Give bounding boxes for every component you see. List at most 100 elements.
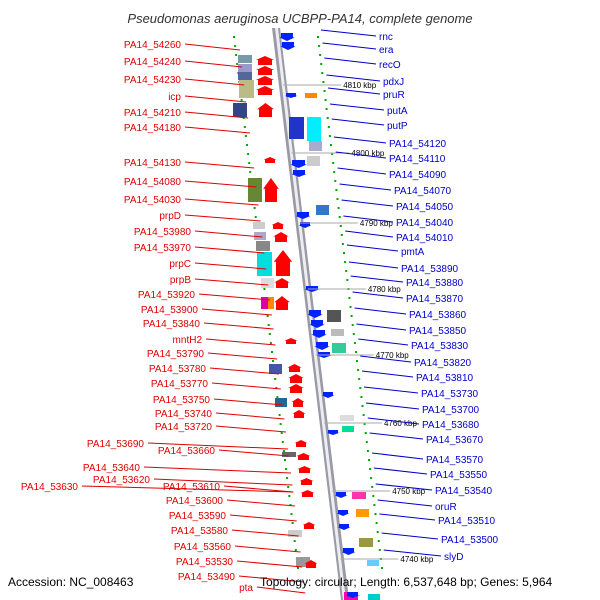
left-label-connector xyxy=(81,485,294,493)
right-label-connector xyxy=(339,183,392,191)
scale-label: 4770 kbp xyxy=(376,351,409,360)
left-gene-label[interactable]: PA14_54230 xyxy=(124,75,182,86)
left-gene-label[interactable]: PA14_54260 xyxy=(124,40,182,51)
right-gene-label[interactable]: PA14_53540 xyxy=(435,486,493,497)
left-gene-label[interactable]: PA14_53720 xyxy=(155,422,213,433)
left-gene-label[interactable]: PA14_53750 xyxy=(153,395,211,406)
left-gene-label[interactable]: PA14_53490 xyxy=(178,572,236,583)
right-gene-label[interactable]: pmtA xyxy=(401,247,425,258)
left-gene-label[interactable]: PA14_53780 xyxy=(149,364,207,375)
left-gene-label[interactable]: pta xyxy=(239,583,253,594)
right-gene-label[interactable]: rnc xyxy=(379,32,393,43)
left-gene-label[interactable]: PA14_53970 xyxy=(134,243,192,254)
left-gene-label[interactable]: PA14_53590 xyxy=(169,511,227,522)
track-dot xyxy=(234,45,237,47)
gene-block xyxy=(275,398,287,407)
right-gene-label[interactable]: PA14_54010 xyxy=(396,233,454,244)
right-gene-label[interactable]: PA14_54110 xyxy=(389,154,446,165)
left-gene-label[interactable]: PA14_53580 xyxy=(171,526,229,537)
left-label-connector xyxy=(207,352,278,360)
right-gene-label[interactable]: PA14_53550 xyxy=(430,470,488,481)
right-label-connector xyxy=(356,323,407,331)
left-gene-label[interactable]: PA14_53530 xyxy=(176,557,234,568)
left-gene-label[interactable]: PA14_54030 xyxy=(124,195,182,206)
left-gene-label[interactable]: PA14_53620 xyxy=(93,475,151,486)
track-dot xyxy=(336,198,339,200)
left-gene-label[interactable]: PA14_53600 xyxy=(166,496,224,507)
left-label-connector xyxy=(229,514,297,522)
track-dot xyxy=(244,135,247,137)
right-gene-label[interactable]: PA14_54090 xyxy=(389,170,447,181)
left-gene-label[interactable]: PA14_54080 xyxy=(124,177,182,188)
left-gene-label[interactable]: prpC xyxy=(169,259,191,270)
right-gene-label[interactable]: PA14_53860 xyxy=(409,310,467,321)
right-gene-label[interactable]: PA14_54040 xyxy=(396,218,454,229)
right-gene-label[interactable]: PA14_53670 xyxy=(426,435,484,446)
left-gene-label[interactable]: mntH2 xyxy=(173,335,203,346)
left-gene-label[interactable]: PA14_53740 xyxy=(155,409,213,420)
right-gene-label[interactable]: putP xyxy=(387,121,408,132)
right-gene-label[interactable]: slyD xyxy=(444,552,463,563)
track-dot xyxy=(280,432,283,434)
track-dot xyxy=(358,378,361,380)
left-gene-label[interactable]: PA14_53790 xyxy=(147,349,205,360)
left-gene-label[interactable]: prpB xyxy=(170,275,191,286)
right-gene-label[interactable]: PA14_54120 xyxy=(389,139,447,150)
right-gene-label[interactable]: pdxJ xyxy=(383,77,404,88)
scale-label: 4760 kbp xyxy=(384,419,417,428)
right-label-connector xyxy=(324,57,377,65)
left-gene-label[interactable]: icp xyxy=(168,92,181,103)
right-label-connector xyxy=(360,355,412,363)
track-dot xyxy=(334,180,337,182)
right-gene-label[interactable]: PA14_53830 xyxy=(411,341,469,352)
left-gene-label[interactable]: PA14_53840 xyxy=(143,319,201,330)
left-gene-label[interactable]: prpD xyxy=(159,211,181,222)
right-label-connector xyxy=(373,467,428,475)
right-gene-label[interactable]: PA14_53730 xyxy=(421,389,479,400)
right-gene-label[interactable]: PA14_53820 xyxy=(414,358,472,369)
left-gene-label[interactable]: PA14_53980 xyxy=(134,227,192,238)
forward-gene-arrow xyxy=(302,522,316,529)
track-dot xyxy=(272,360,274,362)
left-gene-label[interactable]: PA14_53660 xyxy=(158,446,216,457)
right-gene-label[interactable]: PA14_53890 xyxy=(401,264,459,275)
right-gene-label[interactable]: recO xyxy=(379,60,401,71)
right-gene-label[interactable]: oruR xyxy=(435,502,457,513)
left-gene-label[interactable]: PA14_53630 xyxy=(21,482,79,493)
right-gene-label[interactable]: PA14_53500 xyxy=(441,535,499,546)
track-dot xyxy=(284,459,286,461)
left-gene-label[interactable]: PA14_53920 xyxy=(138,290,196,301)
right-gene-label[interactable]: putA xyxy=(387,106,408,117)
right-gene-label[interactable]: PA14_54050 xyxy=(396,202,454,213)
left-gene-label[interactable]: PA14_54210 xyxy=(124,108,182,119)
right-gene-label[interactable]: PA14_53680 xyxy=(422,420,480,431)
left-gene-label[interactable]: PA14_53560 xyxy=(174,542,232,553)
right-gene-label[interactable]: PA14_54070 xyxy=(394,186,452,197)
right-gene-label[interactable]: PA14_53700 xyxy=(422,405,480,416)
right-gene-label[interactable]: PA14_53870 xyxy=(406,294,464,305)
left-gene-label[interactable]: PA14_54180 xyxy=(124,123,182,134)
right-strand-labels: rnc era recO pdxJ pruR putA putP PA14_54120PA14… xyxy=(320,29,499,563)
track-dot xyxy=(355,351,357,353)
gene-block xyxy=(238,72,252,80)
track-dot xyxy=(269,342,272,344)
right-gene-label[interactable]: PA14_53850 xyxy=(409,326,467,337)
left-gene-label[interactable]: PA14_53770 xyxy=(151,379,209,390)
right-gene-label[interactable]: pruR xyxy=(383,90,405,101)
left-gene-label[interactable]: PA14_53640 xyxy=(83,463,141,474)
right-gene-label[interactable]: PA14_53510 xyxy=(438,516,496,527)
right-label-connector xyxy=(381,532,439,540)
forward-gene-arrow xyxy=(287,364,302,372)
left-label-connector xyxy=(184,60,243,68)
right-gene-label[interactable]: PA14_53810 xyxy=(416,373,474,384)
left-gene-label[interactable]: PA14_53610 xyxy=(163,482,221,493)
left-gene-label[interactable]: PA14_54130 xyxy=(124,158,182,169)
left-gene-label[interactable]: PA14_53900 xyxy=(141,305,199,316)
right-gene-label[interactable]: PA14_53570 xyxy=(426,455,484,466)
left-gene-label[interactable]: PA14_53690 xyxy=(87,439,145,450)
forward-gene-arrow xyxy=(274,278,290,288)
right-label-connector xyxy=(333,136,387,144)
right-gene-label[interactable]: era xyxy=(379,45,394,56)
right-gene-label[interactable]: PA14_53880 xyxy=(406,278,464,289)
left-gene-label[interactable]: PA14_54240 xyxy=(124,57,182,68)
